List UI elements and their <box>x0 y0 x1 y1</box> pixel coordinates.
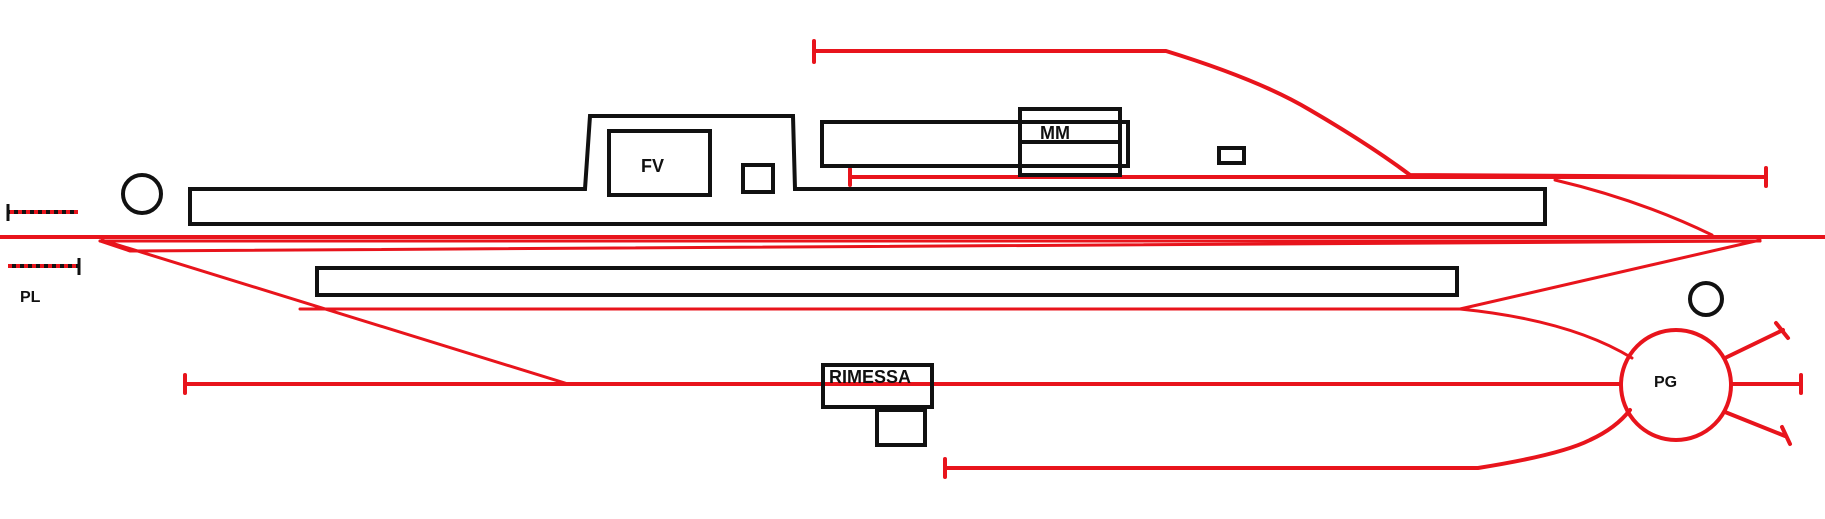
bottom-siding <box>943 408 1632 470</box>
fv-label: FV <box>641 156 664 176</box>
platform-track-2 <box>98 239 1762 253</box>
level-crossing-label: PL <box>20 289 41 306</box>
main-platform <box>188 114 1547 226</box>
connector-to-rimessa-line <box>100 238 570 386</box>
water-tower-right <box>1688 281 1724 317</box>
turntable-stub-upper-buffer <box>1774 321 1790 340</box>
mm-siding-switch <box>1553 178 1714 237</box>
mm-loading-platform <box>820 120 1130 168</box>
second-platform <box>315 266 1459 297</box>
level-crossing: PL <box>6 204 81 306</box>
small-annex <box>741 163 775 194</box>
rimessa-building <box>821 363 934 409</box>
top-siding <box>812 49 1768 179</box>
tracks <box>0 39 1825 479</box>
rimessa-label: RIMESSA <box>829 367 911 387</box>
turntable-label: PG <box>1654 374 1677 391</box>
mm-label: MM <box>1040 123 1070 143</box>
structures: FV MM RIMESSA <box>121 107 1724 447</box>
turntable-stub-lower <box>1723 410 1787 438</box>
turntable-stub-upper <box>1723 328 1785 360</box>
rimessa-annex <box>875 408 927 447</box>
platform-track-3 <box>298 238 1762 311</box>
fv-building <box>607 129 712 197</box>
small-hut <box>1217 146 1246 165</box>
water-tower-left <box>121 173 163 215</box>
turntable-stub-lower-buffer <box>1780 425 1792 446</box>
curve-to-turntable-top <box>1458 307 1634 360</box>
